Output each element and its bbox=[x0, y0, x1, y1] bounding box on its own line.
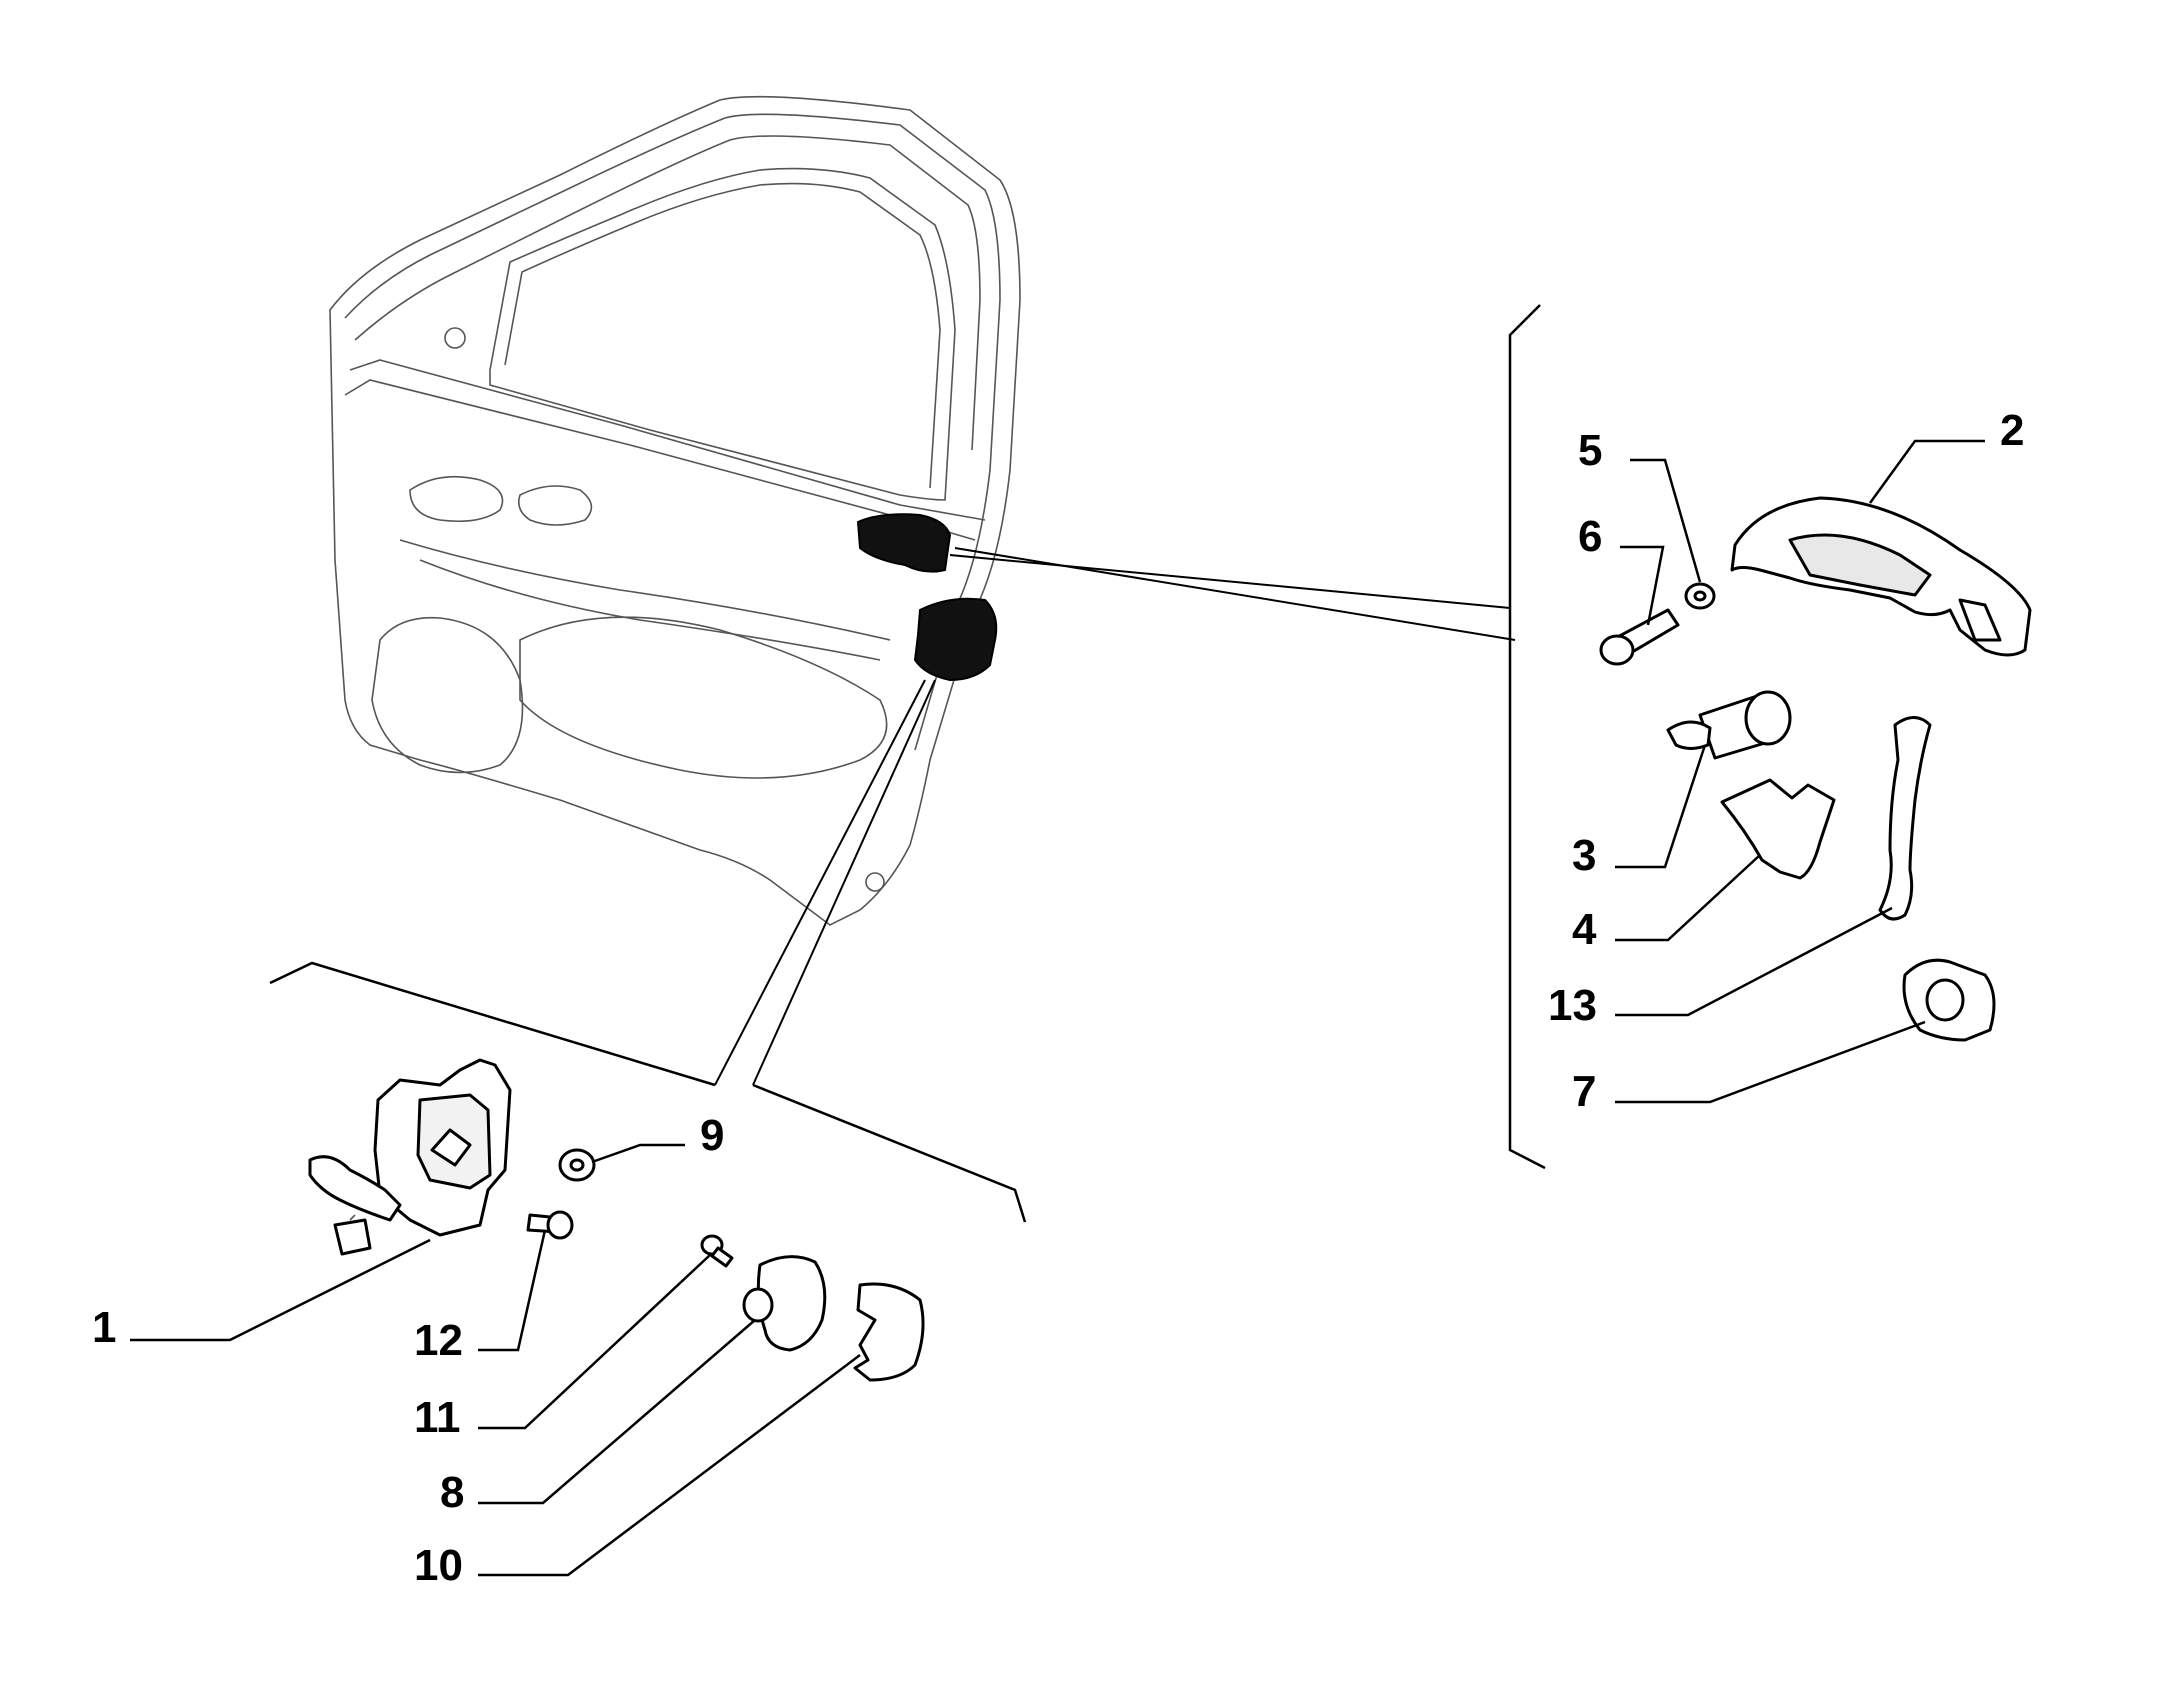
part-7-bushing bbox=[1902, 958, 1996, 1042]
callout-labels: 1 2 3 4 5 6 7 8 9 10 11 12 13 bbox=[92, 406, 2024, 1590]
callout-12: 12 bbox=[414, 1316, 463, 1365]
part-13-rod bbox=[1878, 716, 1932, 921]
part-11-small-screw bbox=[700, 1234, 734, 1268]
part-2-outer-handle bbox=[1730, 496, 2032, 657]
part-6-screw bbox=[1599, 608, 1680, 666]
callout-8: 8 bbox=[440, 1468, 464, 1517]
part-10-shim bbox=[853, 1282, 925, 1382]
callout-6: 6 bbox=[1578, 512, 1602, 561]
bottom-group-bracket bbox=[269, 961, 1027, 1223]
part-5-washer bbox=[1684, 582, 1716, 610]
callout-2: 2 bbox=[2000, 406, 2024, 455]
right-group-bracket bbox=[1508, 304, 1546, 1170]
callout-4: 4 bbox=[1572, 905, 1597, 954]
callout-1: 1 bbox=[92, 1303, 116, 1352]
part-1-lock-mechanism bbox=[308, 1058, 512, 1256]
part-4-clip bbox=[1720, 778, 1836, 880]
callout-10: 10 bbox=[414, 1541, 463, 1590]
callout-leaders bbox=[130, 439, 1985, 1577]
part-12-screw bbox=[526, 1210, 574, 1240]
callout-5: 5 bbox=[1578, 426, 1602, 475]
door-leader-lines bbox=[714, 547, 1516, 1086]
callout-13: 13 bbox=[1548, 981, 1597, 1030]
callout-3: 3 bbox=[1572, 831, 1596, 880]
door-outline bbox=[329, 95, 1021, 926]
callout-11: 11 bbox=[414, 1393, 461, 1442]
part-9-nut bbox=[558, 1148, 596, 1182]
part-8-striker-plate bbox=[742, 1255, 827, 1352]
callout-7: 7 bbox=[1572, 1067, 1596, 1116]
part-3-lock-cylinder bbox=[1666, 690, 1792, 760]
callout-9: 9 bbox=[700, 1111, 724, 1160]
lock-location-markers bbox=[856, 513, 998, 682]
